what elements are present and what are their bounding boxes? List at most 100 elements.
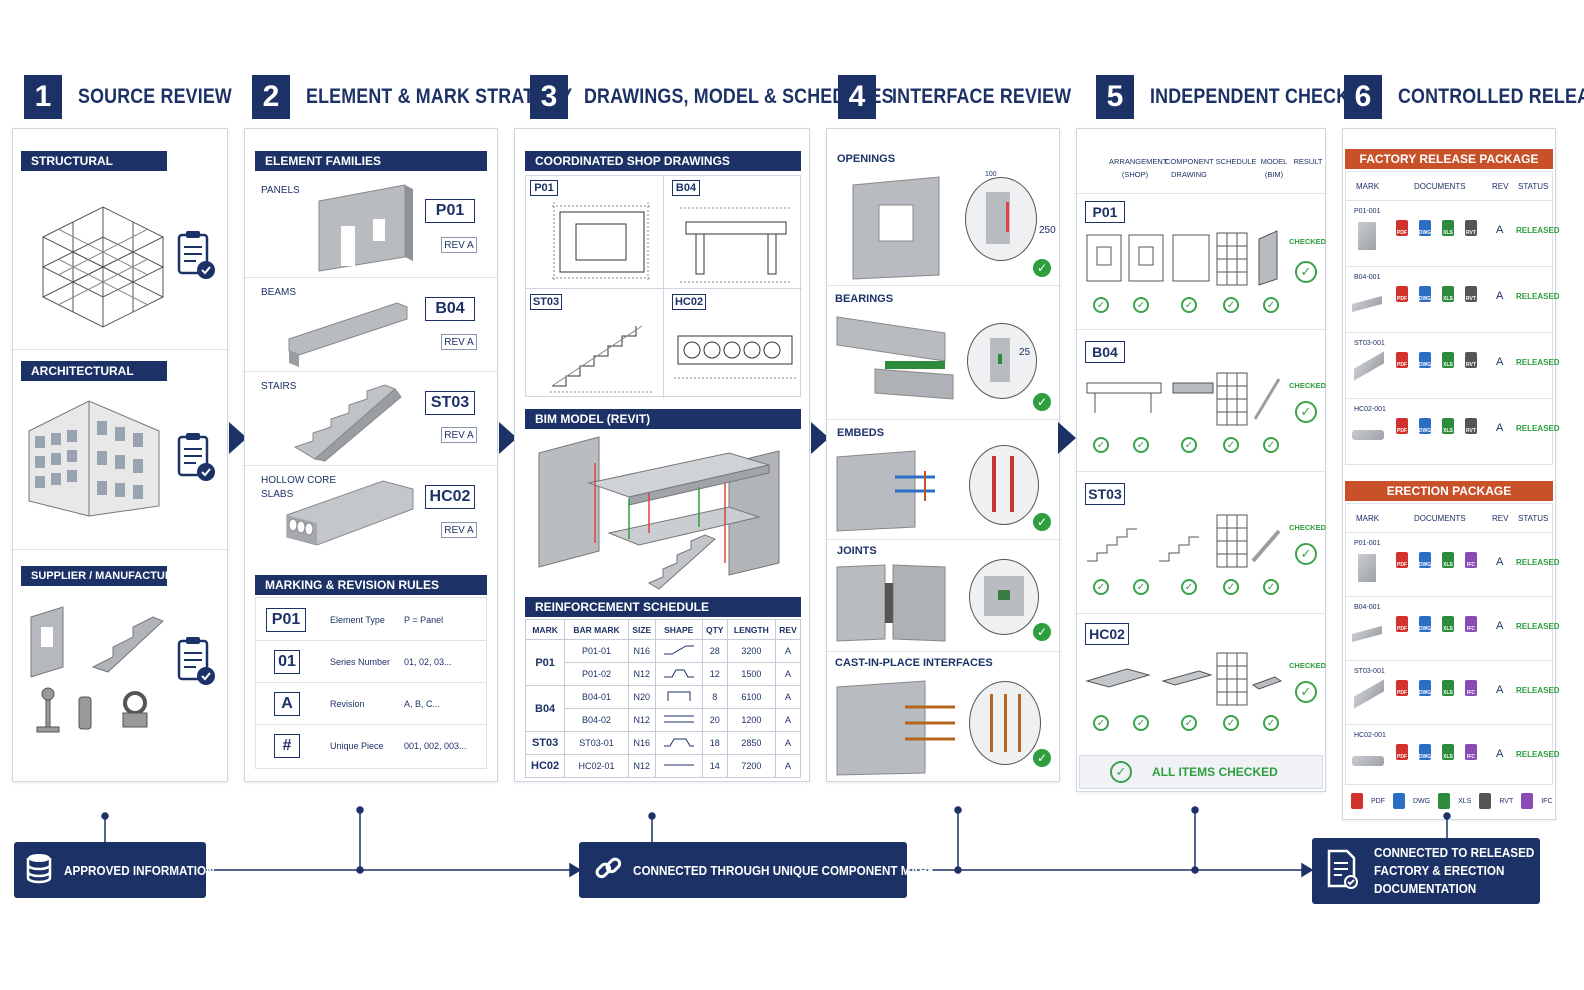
document-check-icon xyxy=(1326,849,1358,894)
check-row-mark: ST03 xyxy=(1085,483,1125,505)
pdf-icon[interactable]: PDF xyxy=(1396,744,1408,760)
dwg-icon[interactable]: DWG xyxy=(1419,680,1431,696)
xls-icon[interactable]: XLS xyxy=(1442,680,1454,696)
rule-name: Element Type xyxy=(330,615,385,625)
schedule-qty: 12 xyxy=(701,662,728,686)
all-items-checked-text: ALL ITEMS CHECKED xyxy=(1152,765,1278,779)
schedule-length: 1500 xyxy=(726,662,777,686)
schedule-header: LENGTH xyxy=(726,619,777,640)
bar-shape-icon xyxy=(654,731,703,755)
schedule-mark: ST03 xyxy=(524,731,566,755)
ifc-icon[interactable]: IFC xyxy=(1465,552,1477,568)
interface-label: EMBEDS xyxy=(837,427,885,439)
release-rev: A xyxy=(1496,684,1504,696)
release-status: RELEASED xyxy=(1516,292,1560,301)
release-rev: A xyxy=(1496,356,1504,368)
xls-icon[interactable]: XLS xyxy=(1442,220,1454,236)
rule-name: Revision xyxy=(330,699,365,709)
schedule-mark: B04 xyxy=(524,685,566,732)
result-text: CHECKED xyxy=(1289,661,1327,670)
schedule-size: N20 xyxy=(627,685,656,709)
dwg-icon[interactable]: DWG xyxy=(1419,220,1431,236)
schedule-mark: P01 xyxy=(524,639,566,686)
dwg-icon[interactable]: DWG xyxy=(1419,552,1431,568)
xls-icon[interactable]: XLS xyxy=(1442,552,1454,568)
bar-shape-icon xyxy=(654,685,703,709)
hollow-core-slab-image xyxy=(286,480,414,546)
release-mark: P01-001 xyxy=(1354,540,1381,547)
slab-thumbnail xyxy=(1352,756,1384,766)
erection-package-title: ERECTION PACKAGE xyxy=(1345,481,1553,501)
pdf-icon[interactable]: PDF xyxy=(1396,418,1408,434)
table-row: HC02 HC02-01 N12 14 7200 A xyxy=(524,754,801,778)
rvt-icon[interactable]: RVT xyxy=(1465,220,1477,236)
check-icon: ✓ xyxy=(1033,513,1051,531)
schedule-rev: A xyxy=(775,754,801,778)
rvt-icon[interactable]: RVT xyxy=(1465,352,1477,368)
dwg-icon[interactable]: DWG xyxy=(1419,744,1431,760)
xls-icon[interactable]: XLS xyxy=(1442,418,1454,434)
document-icons: PDF DWG XLS RVT xyxy=(1396,286,1477,302)
check-icon: ✓ xyxy=(1181,715,1197,731)
architectural-label: ARCHITECTURAL xyxy=(21,361,167,381)
released-line-2: FACTORY & ERECTION xyxy=(1374,863,1505,878)
family-label-line-2: SLABS xyxy=(261,489,294,500)
pdf-icon[interactable]: PDF xyxy=(1396,616,1408,632)
dwg-icon[interactable]: DWG xyxy=(1419,616,1431,632)
schedule-header: REV xyxy=(775,619,801,640)
check-icon: ✓ xyxy=(1263,715,1279,731)
element-families-title: ELEMENT FAMILIES xyxy=(255,151,487,171)
dwg-icon[interactable]: DWG xyxy=(1419,352,1431,368)
ifc-icon[interactable]: IFC xyxy=(1465,616,1477,632)
schedule-header: QTY xyxy=(701,619,728,640)
rvt-icon[interactable]: RVT xyxy=(1465,286,1477,302)
check-icon: ✓ xyxy=(1133,297,1149,313)
source-review-panel: STRUCTURAL ARCHITECTURAL SUPPLIER / MANU xyxy=(12,128,228,782)
panel-thumbnail xyxy=(1358,554,1376,582)
pdf-icon[interactable]: PDF xyxy=(1396,286,1408,302)
stair-element-image xyxy=(293,384,402,462)
bar-shape-icon xyxy=(654,639,703,663)
beam-thumbnail xyxy=(1352,295,1382,313)
release-status: RELEASED xyxy=(1516,358,1560,367)
check-icon: ✓ xyxy=(1093,579,1109,595)
check-icon: ✓ xyxy=(1223,437,1239,453)
pdf-icon[interactable]: PDF xyxy=(1396,352,1408,368)
check-icon: ✓ xyxy=(1093,437,1109,453)
release-mark: B04-001 xyxy=(1354,274,1381,281)
released-documentation-box: CONNECTED TO RELEASED FACTORY & ERECTION… xyxy=(1312,838,1540,904)
schedule-size: N16 xyxy=(627,731,656,755)
connected-mark-box: CONNECTED THROUGH UNIQUE COMPONENT MARK xyxy=(579,842,936,898)
check-icon: ✓ xyxy=(1263,579,1279,595)
step-6-header: 6 CONTROLLED RELEASE xyxy=(1344,75,1584,119)
ifc-icon[interactable]: IFC xyxy=(1465,680,1477,696)
rev-box: REV A xyxy=(441,427,477,443)
xls-icon[interactable]: XLS xyxy=(1442,352,1454,368)
table-row: B04 B04-01 N20 8 6100 A xyxy=(524,685,801,732)
dwg-icon[interactable]: DWG xyxy=(1419,418,1431,434)
schedule-qty: 8 xyxy=(701,685,728,709)
schedule-bar-mark: HC02-01 xyxy=(564,754,629,778)
pdf-icon[interactable]: PDF xyxy=(1396,220,1408,236)
xls-icon[interactable]: XLS xyxy=(1442,744,1454,760)
bim-model-image xyxy=(538,436,780,590)
schedule-size: N16 xyxy=(627,639,656,663)
xls-icon[interactable]: XLS xyxy=(1442,616,1454,632)
released-documentation-label: CONNECTED TO RELEASED FACTORY & ERECTION… xyxy=(1374,844,1534,898)
marking-rules-table: P01 Element Type P = Panel 01 Series Num… xyxy=(255,597,487,769)
pdf-icon[interactable]: PDF xyxy=(1396,680,1408,696)
xls-icon[interactable]: XLS xyxy=(1442,286,1454,302)
result-text: CHECKED xyxy=(1289,381,1327,390)
mark-box: B04 xyxy=(425,297,475,321)
pdf-icon[interactable]: PDF xyxy=(1396,552,1408,568)
check-icon: ✓ xyxy=(1133,579,1149,595)
matrix-header: MODEL(BIM) xyxy=(1260,157,1288,179)
mark-box: ST03 xyxy=(425,391,475,415)
rule-code: A xyxy=(274,692,300,716)
rvt-icon[interactable]: RVT xyxy=(1465,418,1477,434)
ifc-icon[interactable]: IFC xyxy=(1465,744,1477,760)
dwg-icon[interactable]: DWG xyxy=(1419,286,1431,302)
rev-box: REV A xyxy=(441,522,477,538)
document-icons: PDF DWG XLS IFC xyxy=(1396,680,1477,696)
